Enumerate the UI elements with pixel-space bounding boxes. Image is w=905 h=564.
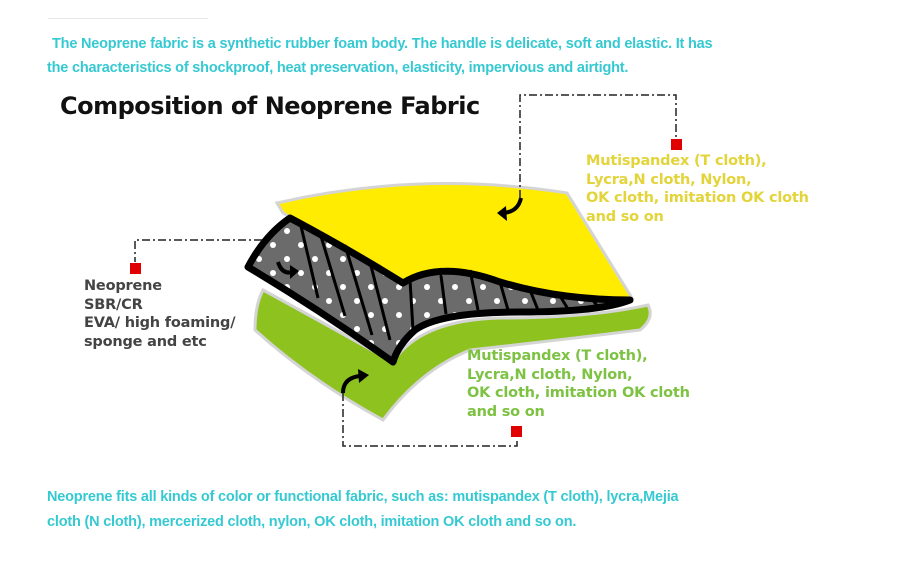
middle-neoprene-layer [244, 214, 634, 366]
bottom-marker [511, 426, 522, 437]
label-line: SBR/CR [84, 296, 143, 313]
middle-layer-stripes [298, 221, 600, 341]
bottom-fabric-layer [253, 287, 652, 422]
top-leader-line [519, 94, 677, 198]
diagram-title: Composition of Neoprene Fabric [60, 92, 480, 120]
label-line: sponge and etc [84, 333, 207, 350]
label-line: and so on [467, 403, 545, 420]
top-layer-label: Mutispandex (T cloth), Lycra,N cloth, Ny… [586, 152, 809, 226]
label-line: Neoprene [84, 278, 162, 294]
middle-leader-line [134, 239, 262, 262]
label-line: Mutispandex (T cloth), [586, 153, 767, 169]
intro-line-1: The Neoprene fabric is a synthetic rubbe… [52, 36, 713, 52]
label-line: OK cloth, imitation OK cloth [467, 385, 690, 401]
intro-line-2: the characteristics of shockproof, heat … [47, 60, 629, 76]
middle-layer-label: Neoprene SBR/CR EVA/ high foaming/ spong… [84, 277, 235, 351]
middle-marker [130, 263, 141, 274]
label-line: and so on [586, 208, 664, 225]
bottom-layer-label: Mutispandex (T cloth), Lycra,N cloth, Ny… [467, 347, 690, 421]
footer-line-1: Neoprene fits all kinds of color or func… [47, 489, 679, 505]
top-marker [671, 139, 682, 150]
label-line: Mutispandex (T cloth), [467, 348, 648, 364]
divider [48, 18, 208, 19]
label-line: Lycra,N cloth, Nylon, [467, 366, 633, 383]
bottom-arrow-icon [341, 374, 361, 394]
label-line: OK cloth, imitation OK cloth [586, 190, 809, 206]
label-line: EVA/ high foaming/ [84, 315, 236, 331]
label-line: Lycra,N cloth, Nylon, [586, 171, 752, 188]
bottom-leader-line [342, 393, 518, 447]
footer-line-2: cloth (N cloth), mercerized cloth, nylon… [47, 514, 577, 530]
